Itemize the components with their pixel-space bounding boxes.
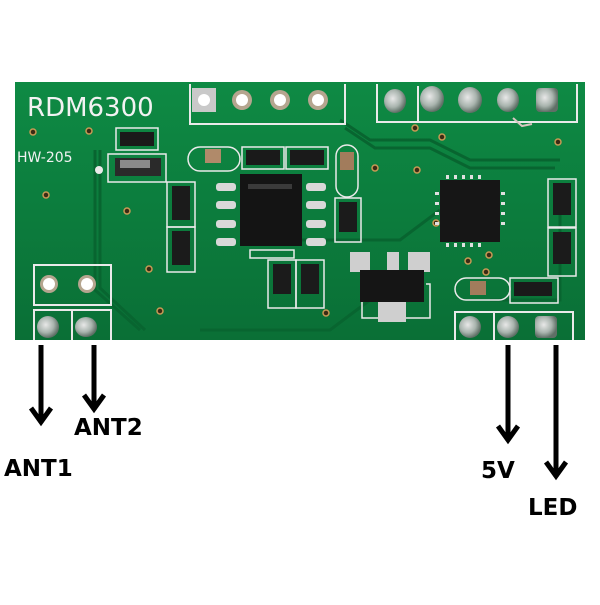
revision-label: HW-205	[17, 150, 73, 166]
mcu-qfn	[435, 175, 505, 247]
pcb-vias	[29, 124, 562, 317]
led-pad	[535, 316, 557, 338]
pin-hole	[274, 94, 286, 106]
led-arrow	[543, 345, 569, 481]
main-ic-soic8	[216, 174, 326, 259]
capacitor	[205, 149, 221, 163]
resistor	[172, 231, 190, 265]
resistor	[514, 282, 552, 296]
capacitor	[340, 152, 354, 170]
diode	[301, 264, 319, 294]
resistor	[553, 183, 571, 215]
pin-arrows	[28, 345, 569, 481]
pin-hole	[312, 94, 324, 106]
resistor	[339, 202, 357, 232]
resistor	[120, 132, 154, 146]
pin-hole	[198, 94, 210, 106]
diode	[273, 264, 291, 294]
resistor	[246, 150, 280, 165]
5v-pad	[497, 316, 519, 338]
ant1-label: ANT1	[4, 456, 73, 482]
5v-arrow	[495, 345, 521, 445]
led-label: LED	[528, 495, 578, 521]
bottom-right-header	[454, 311, 574, 340]
top-header-through-hole	[189, 84, 346, 125]
smd-components	[95, 127, 577, 322]
ant1-pad	[37, 316, 59, 338]
top-header-soldered	[376, 84, 578, 128]
voltage-regulator-sot89	[350, 252, 431, 322]
resistor	[553, 232, 571, 264]
ant2-label: ANT2	[74, 415, 143, 441]
resistor	[172, 186, 190, 220]
model-label: RDM6300	[27, 93, 154, 123]
capacitor	[470, 281, 486, 295]
pcb-traces	[93, 118, 562, 332]
ant2-arrow	[81, 345, 107, 414]
pin-hole	[236, 94, 248, 106]
ant1-arrow	[28, 345, 54, 427]
resistor	[290, 150, 324, 165]
ant2-pad	[75, 317, 97, 337]
5v-label: 5V	[481, 458, 515, 484]
bottom-left-header	[33, 264, 112, 340]
